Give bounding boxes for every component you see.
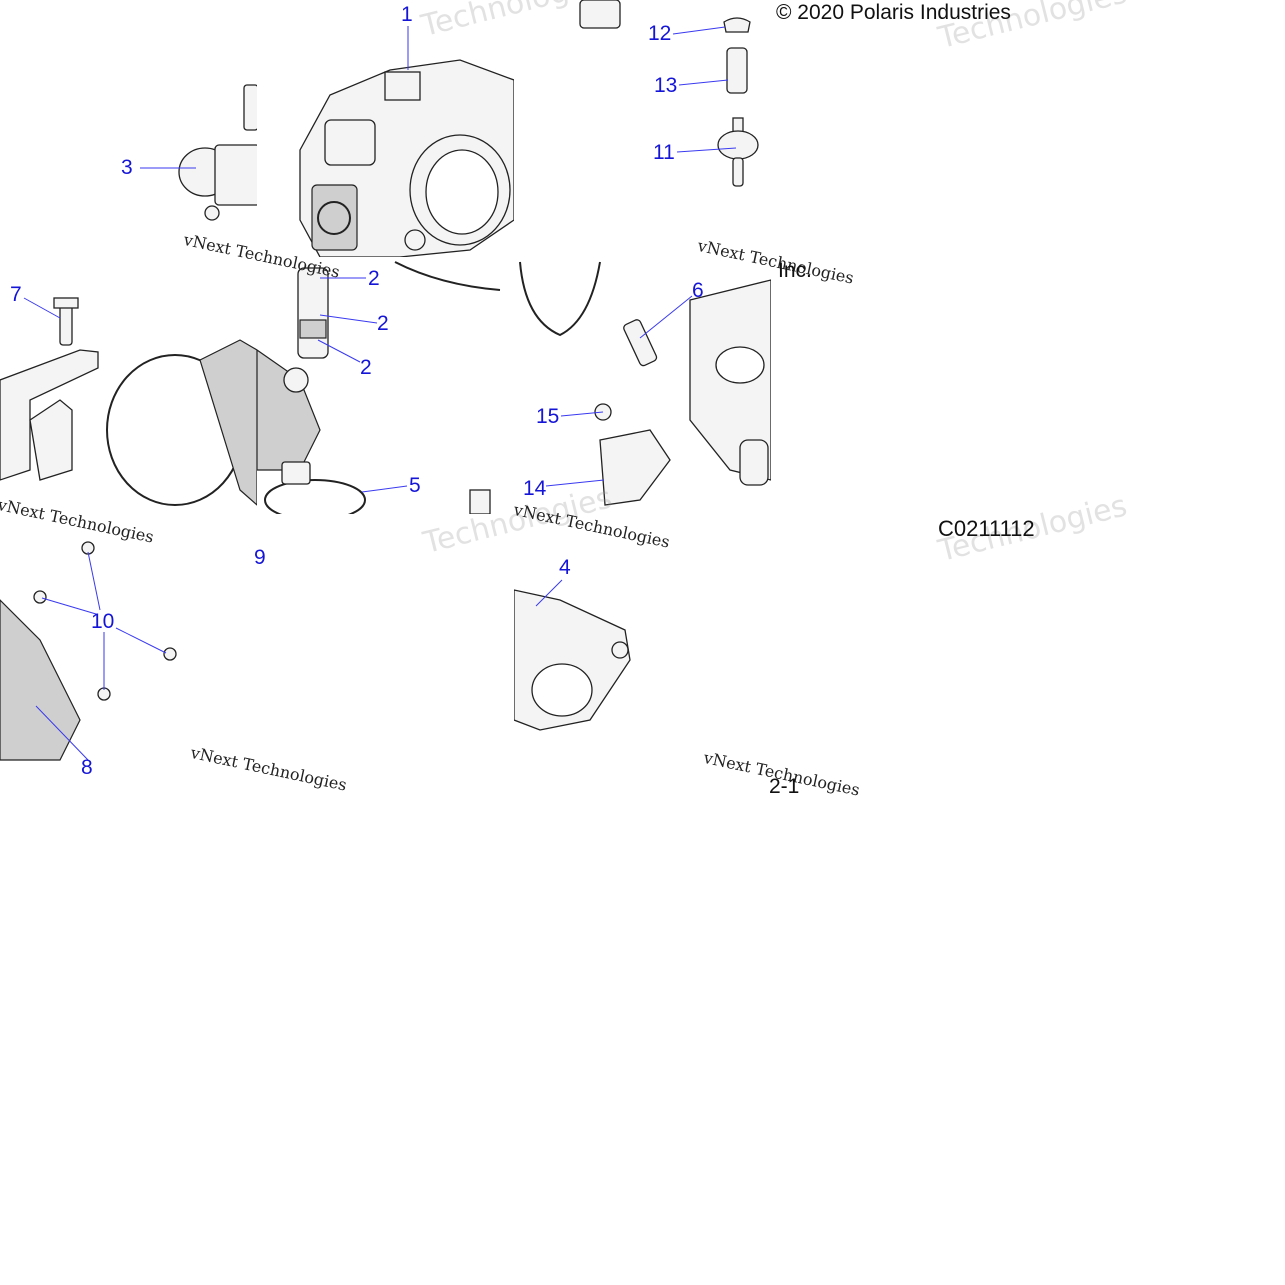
intake-housing-part: [519, 261, 771, 506]
cover-plate-part: [0, 541, 177, 761]
figure-code: C0211112: [938, 516, 1035, 541]
fuel-rail-part: [0, 297, 257, 506]
fuel-injector-part: [257, 261, 501, 514]
leader-lines: [23, 26, 737, 761]
hose-fittings-part: [579, 0, 759, 187]
callout-14: 14: [523, 477, 547, 500]
intake-manifold-part: [514, 589, 631, 731]
copyright-continuation: Inc.: [778, 259, 812, 282]
callout-2: 2: [360, 356, 372, 379]
callout-12: 12: [648, 22, 672, 45]
callout-7: 7: [10, 283, 22, 306]
callout-2: 2: [377, 312, 389, 335]
throttle-sensor-part: [178, 84, 257, 221]
callout-1: 1: [401, 3, 413, 26]
throttle-body-part: [299, 59, 514, 257]
callout-13: 13: [654, 74, 678, 97]
callout-4: 4: [559, 556, 571, 579]
callout-11: 11: [653, 141, 675, 164]
callout-2: 2: [368, 267, 380, 290]
page-reference: 2-1: [769, 775, 800, 798]
callout-10: 10: [91, 610, 115, 633]
callout-3: 3: [121, 156, 133, 179]
copyright-text: © 2020 Polaris Industries: [776, 1, 1011, 24]
callout-15: 15: [536, 405, 560, 428]
callout-5: 5: [409, 474, 421, 497]
callout-9: 9: [254, 546, 266, 569]
callout-6: 6: [692, 279, 704, 302]
callout-8: 8: [81, 756, 93, 779]
